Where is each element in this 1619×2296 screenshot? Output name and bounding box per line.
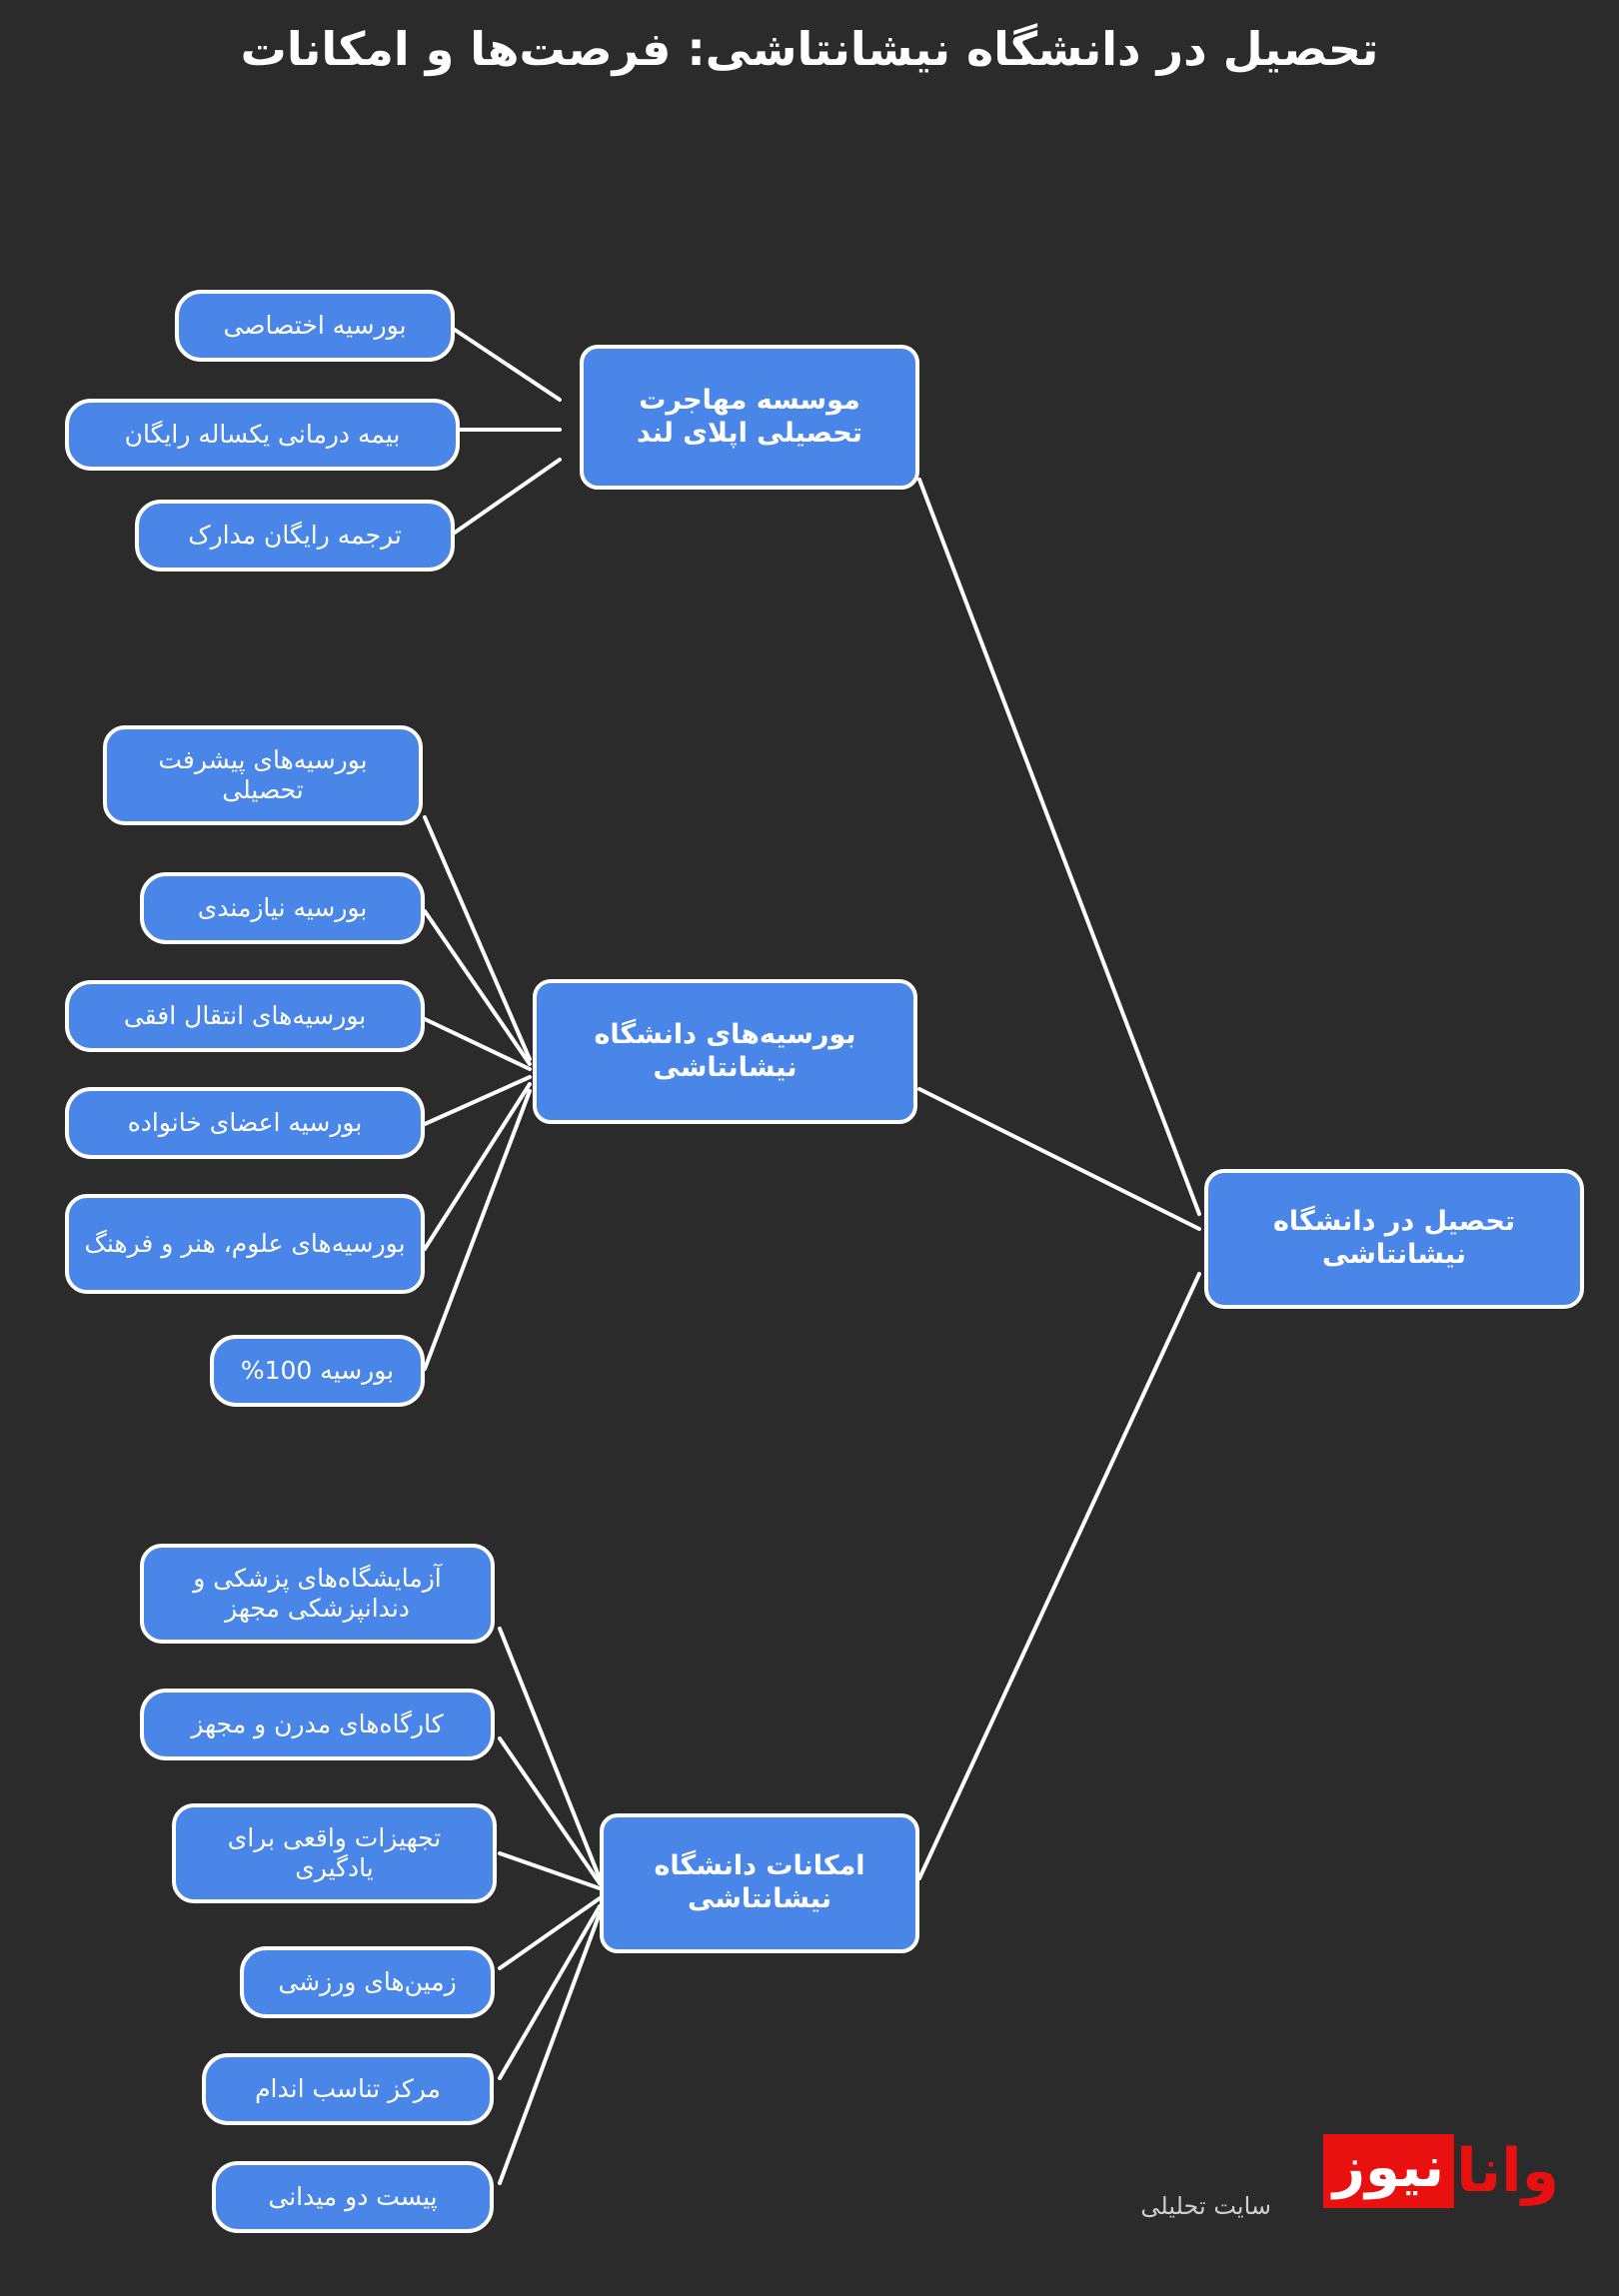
edge-b2-c3 bbox=[423, 1017, 532, 1071]
node-leaf-b2-3-label: بورسیه‌های انتقال افقی bbox=[123, 1000, 367, 1030]
node-leaf-b1-1[interactable]: بورسیه اختصاصی bbox=[175, 290, 455, 362]
node-leaf-b2-1-label: بورسیه‌های پیشرفت تحصیلی bbox=[158, 744, 368, 805]
node-leaf-b3-6-label: پیست دو میدانی bbox=[268, 2181, 438, 2211]
watermark-brand-part1: وانا bbox=[1456, 2136, 1561, 2206]
node-leaf-b3-5[interactable]: مرکز تناسب اندام bbox=[202, 2053, 494, 2125]
node-leaf-b1-3-label: ترجمه رایگان مدارک bbox=[188, 520, 402, 550]
node-leaf-b3-6[interactable]: پیست دو میدانی bbox=[212, 2161, 494, 2233]
edge-b1-c3 bbox=[453, 458, 562, 535]
edge-b1-root bbox=[917, 478, 1201, 1216]
watermark-tagline: سایت تحلیلی bbox=[1140, 2192, 1271, 2220]
edge-b3-c3 bbox=[498, 1851, 602, 1890]
node-leaf-b3-1[interactable]: آزمایشگاه‌های پزشکی و دندانپزشکی مجهز bbox=[140, 1544, 495, 1644]
node-hub-apply-land-label: موسسه مهاجرت تحصیلی اپلای لند bbox=[637, 384, 862, 449]
node-leaf-b2-6[interactable]: بورسیه 100% bbox=[210, 1335, 425, 1407]
node-leaf-b1-1-label: بورسیه اختصاصی bbox=[223, 310, 407, 340]
edge-b3-c5 bbox=[498, 1904, 602, 2080]
node-leaf-b3-3[interactable]: تجهیزات واقعی برای یادگیری bbox=[172, 1803, 497, 1903]
node-leaf-b2-5[interactable]: بورسیه‌های علوم، هنر و فرهنگ bbox=[65, 1194, 425, 1294]
edge-b2-c4 bbox=[423, 1075, 532, 1126]
node-leaf-b1-3[interactable]: ترجمه رایگان مدارک bbox=[135, 500, 455, 572]
edge-b2-root bbox=[917, 1087, 1201, 1231]
watermark: وانا نیوز سایت تحلیلی bbox=[1059, 2134, 1561, 2264]
node-hub-scholarships[interactable]: بورسیه‌های دانشگاه نیشانتاشی bbox=[533, 979, 917, 1124]
node-leaf-b3-3-label: تجهیزات واقعی برای یادگیری bbox=[227, 1822, 442, 1883]
edge-b1-c1 bbox=[453, 328, 562, 402]
node-root[interactable]: تحصیل در دانشگاه نیشانتاشی bbox=[1204, 1169, 1584, 1309]
edge-b2-c5 bbox=[423, 1082, 532, 1251]
node-leaf-b3-1-label: آزمایشگاه‌های پزشکی و دندانپزشکی مجهز bbox=[193, 1563, 442, 1624]
node-hub-facilities[interactable]: امکانات دانشگاه نیشانتاشی bbox=[600, 1813, 919, 1953]
edge-b2-c2 bbox=[423, 909, 532, 1066]
node-leaf-b3-4[interactable]: زمین‌های ورزشی bbox=[240, 1946, 495, 2018]
node-leaf-b3-2[interactable]: کارگاه‌های مدرن و مجهز bbox=[140, 1689, 495, 1760]
node-root-label: تحصیل در دانشگاه نیشانتاشی bbox=[1272, 1206, 1516, 1270]
node-leaf-b3-2-label: کارگاه‌های مدرن و مجهز bbox=[191, 1709, 444, 1738]
edge-b3-c6 bbox=[498, 1911, 602, 2185]
node-hub-apply-land[interactable]: موسسه مهاجرت تحصیلی اپلای لند bbox=[580, 345, 919, 490]
edge-b3-c2 bbox=[498, 1736, 602, 1885]
node-hub-scholarships-label: بورسیه‌های دانشگاه نیشانتاشی bbox=[594, 1018, 856, 1083]
node-hub-facilities-label: امکانات دانشگاه نیشانتاشی bbox=[654, 1850, 865, 1914]
node-leaf-b2-2-label: بورسیه نیازمندی bbox=[197, 892, 368, 922]
edge-b3-root bbox=[917, 1272, 1201, 1880]
node-leaf-b2-5-label: بورسیه‌های علوم، هنر و فرهنگ bbox=[84, 1228, 406, 1258]
node-leaf-b2-6-label: بورسیه 100% bbox=[240, 1355, 395, 1385]
node-leaf-b2-1[interactable]: بورسیه‌های پیشرفت تحصیلی bbox=[103, 725, 423, 825]
edge-b2-c1 bbox=[423, 815, 532, 1061]
node-leaf-b1-2[interactable]: بیمه درمانی یکساله رایگان bbox=[65, 399, 460, 471]
node-leaf-b2-4-label: بورسیه اعضای خانواده bbox=[127, 1107, 363, 1137]
page-title: تحصیل در دانشگاه نیشانتاشی: فرصت‌ها و ام… bbox=[240, 22, 1379, 76]
edge-b3-c1 bbox=[498, 1627, 602, 1880]
node-leaf-b3-5-label: مرکز تناسب اندام bbox=[255, 2073, 441, 2103]
edge-b2-c6 bbox=[423, 1089, 532, 1371]
watermark-logo: وانا نیوز bbox=[1322, 2134, 1561, 2208]
node-leaf-b3-4-label: زمین‌های ورزشی bbox=[278, 1966, 457, 1996]
node-leaf-b2-2[interactable]: بورسیه نیازمندی bbox=[140, 872, 425, 944]
node-leaf-b2-3[interactable]: بورسیه‌های انتقال افقی bbox=[65, 980, 425, 1052]
watermark-brand-part2: نیوز bbox=[1322, 2134, 1455, 2208]
node-leaf-b1-2-label: بیمه درمانی یکساله رایگان bbox=[124, 419, 401, 449]
node-leaf-b2-4[interactable]: بورسیه اعضای خانواده bbox=[65, 1087, 425, 1159]
edge-b3-c4 bbox=[498, 1896, 602, 1970]
